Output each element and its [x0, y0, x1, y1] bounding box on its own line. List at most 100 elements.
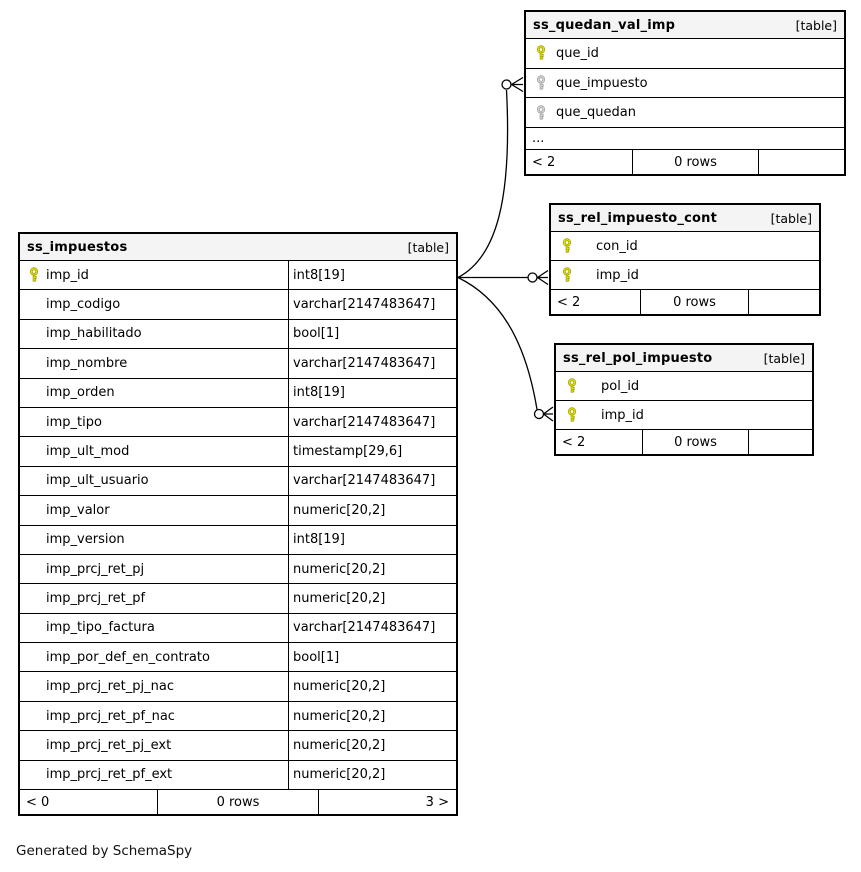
column-name: imp_tipo	[46, 414, 102, 430]
column-row-imp_habilitado: imp_habilitado bool[1]	[20, 318, 456, 349]
column-row-que_quedan: que_quedan	[526, 97, 844, 127]
column-type: varchar[2147483647]	[288, 349, 456, 378]
column-type: bool[1]	[288, 319, 456, 349]
footer-row-count: 0 rows	[639, 290, 750, 314]
column-name: imp_habilitado	[46, 326, 142, 342]
column-name: imp_ult_mod	[46, 444, 130, 460]
table-ss-quedan-val-imp: ss_quedan_val_imp [table] que_id que_impu…	[524, 10, 846, 176]
column-type: numeric[20,2]	[288, 731, 456, 760]
relationship-imp_id-to-rel-pol-impuesto	[457, 276, 554, 422]
table-footer: < 0 0 rows 3 >	[20, 789, 456, 814]
table-footer: < 2 0 rows	[526, 149, 844, 174]
footer-parents-count: 3 >	[425, 794, 449, 810]
column-row-imp_id: imp_id	[551, 260, 819, 289]
footer-children-count: < 2	[532, 154, 556, 170]
column-name: imp_orden	[46, 385, 115, 401]
footer-row-count: 0 rows	[157, 790, 319, 814]
column-name: pol_id	[601, 378, 640, 394]
table-name[interactable]: ss_rel_pol_impuesto	[563, 350, 713, 366]
footer-children-count: < 0	[26, 794, 50, 810]
column-row-con_id: con_id	[551, 232, 819, 260]
column-name: con_id	[596, 238, 638, 254]
table-kind-label: [table]	[763, 350, 805, 366]
footer-children-count: < 2	[557, 294, 581, 310]
column-name-cell: que_impuesto	[526, 69, 844, 98]
foreign-key-icon	[526, 75, 556, 91]
table-header: ss_rel_impuesto_cont [table]	[551, 205, 819, 232]
primary-key-icon	[556, 407, 601, 423]
column-row-imp_nombre: imp_nombre varchar[2147483647]	[20, 348, 456, 378]
column-name-cell: imp_id	[556, 401, 812, 429]
column-name-cell: imp_prcj_ret_pj_nac	[20, 672, 288, 700]
column-row-imp_id: imp_id	[556, 400, 812, 429]
column-name: imp_id	[596, 267, 639, 283]
table-header: ss_rel_pol_impuesto [table]	[556, 345, 812, 372]
foreign-key-icon	[526, 105, 556, 121]
column-name: imp_valor	[46, 502, 110, 518]
ellipsis-label: ...	[532, 130, 545, 146]
column-name: que_quedan	[556, 105, 636, 121]
footer-parents-count	[749, 290, 819, 314]
column-row-imp_prcj_ret_pj: imp_prcj_ret_pj numeric[20,2]	[20, 553, 456, 584]
column-name: imp_tipo_factura	[46, 620, 155, 636]
footer-parents-count	[749, 430, 812, 454]
table-name[interactable]: ss_quedan_val_imp	[533, 17, 676, 33]
column-name: imp_prcj_ret_pf_ext	[46, 767, 173, 783]
column-type: numeric[20,2]	[288, 554, 456, 584]
column-list: con_id imp_id	[551, 232, 819, 289]
column-name-cell: que_id	[526, 39, 844, 68]
column-row-imp_por_def_en_contrato: imp_por_def_en_contrato bool[1]	[20, 642, 456, 672]
column-row-que_impuesto: que_impuesto	[526, 67, 844, 98]
column-name-cell: que_quedan	[526, 98, 844, 127]
table-name[interactable]: ss_impuestos	[27, 239, 128, 255]
column-row-pol_id: pol_id	[556, 372, 812, 400]
column-name: imp_prcj_ret_pj_nac	[46, 679, 174, 695]
column-name-cell: imp_prcj_ret_pf_ext	[20, 761, 288, 789]
table-footer: < 2 0 rows	[556, 429, 812, 454]
table-kind-label: [table]	[770, 210, 812, 226]
column-name-cell: imp_prcj_ret_pf	[20, 584, 288, 612]
column-type: bool[1]	[288, 643, 456, 672]
column-name: que_id	[556, 45, 599, 61]
table-ss-rel-pol-impuesto: ss_rel_pol_impuesto [table] pol_id imp_id…	[554, 343, 814, 456]
column-name-cell: imp_tipo	[20, 408, 288, 436]
relationship-imp_id-to-rel-impuesto-cont	[458, 269, 549, 286]
column-type: numeric[20,2]	[288, 672, 456, 701]
column-type: numeric[20,2]	[288, 496, 456, 525]
column-type: int8[19]	[288, 378, 456, 407]
table-footer: < 2 0 rows	[551, 289, 819, 314]
column-name: imp_nombre	[46, 355, 128, 371]
column-name-cell: imp_version	[20, 526, 288, 554]
column-name-cell: con_id	[551, 232, 819, 260]
column-type: numeric[20,2]	[288, 584, 456, 613]
generated-by-note: Generated by SchemaSpy	[16, 843, 193, 859]
column-name-cell: imp_prcj_ret_pj_ext	[20, 731, 288, 759]
column-type: numeric[20,2]	[288, 701, 456, 731]
column-row-imp_valor: imp_valor numeric[20,2]	[20, 495, 456, 525]
column-name: imp_prcj_ret_pj	[46, 561, 145, 577]
footer-parents-count	[759, 150, 844, 174]
footer-row-count: 0 rows	[642, 430, 750, 454]
column-name: imp_por_def_en_contrato	[46, 649, 210, 665]
column-name-cell: imp_por_def_en_contrato	[20, 643, 288, 671]
table-header: ss_quedan_val_imp [table]	[526, 12, 844, 39]
primary-key-icon	[526, 45, 556, 61]
column-name: imp_id	[601, 407, 644, 423]
column-name-cell: imp_nombre	[20, 349, 288, 377]
table-kind-label: [table]	[795, 17, 837, 33]
column-type: varchar[2147483647]	[288, 407, 456, 437]
column-type: varchar[2147483647]	[288, 290, 456, 319]
column-name: imp_prcj_ret_pf	[46, 590, 146, 606]
column-list: que_id que_impuesto que_quedan...	[526, 39, 844, 149]
table-name[interactable]: ss_rel_impuesto_cont	[558, 210, 718, 226]
primary-key-icon	[551, 267, 596, 283]
